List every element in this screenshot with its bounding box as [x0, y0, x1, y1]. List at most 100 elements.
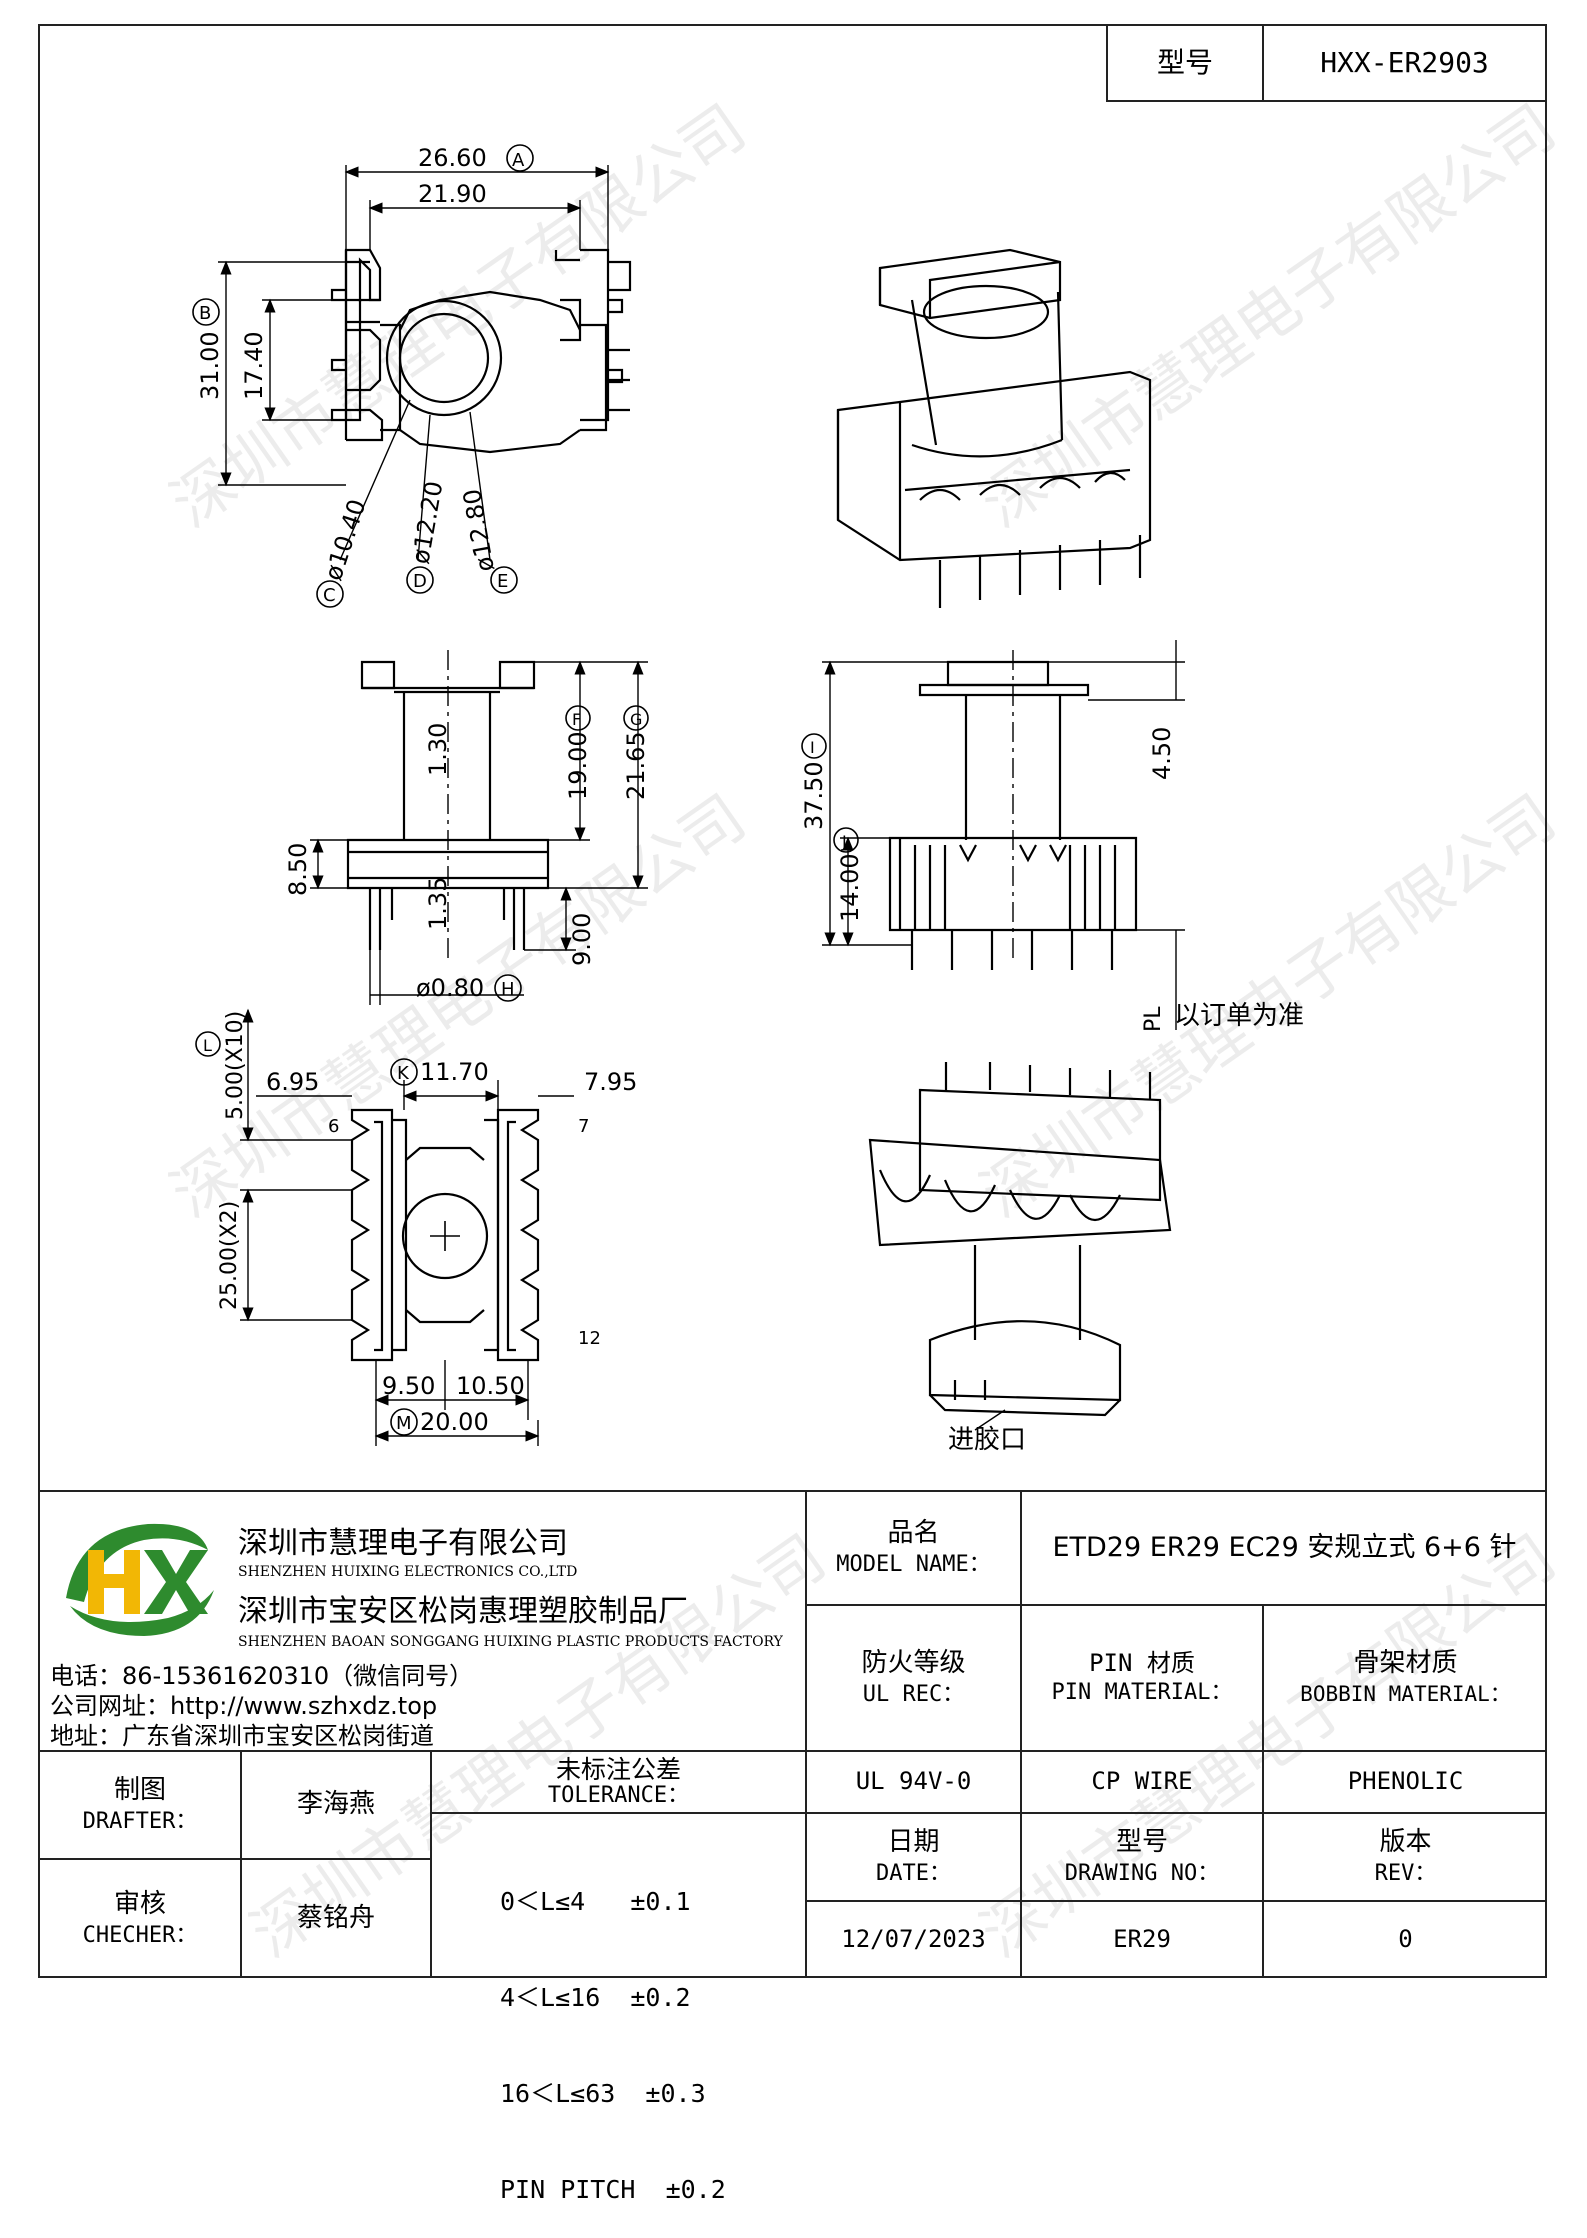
pin-7: 7 — [578, 1116, 589, 1137]
dim-pin-diameter: ø0.80 — [416, 974, 484, 1002]
tag-a: A — [512, 150, 525, 171]
pl-note: 以订单为准 — [1174, 1001, 1304, 1031]
company-website: 公司网址：http://www.szhxdz.top — [50, 1692, 438, 1720]
date-label-cell: 日期 DATE： — [807, 1814, 1020, 1900]
dim-21-65: 21.65 — [622, 731, 650, 800]
company-name-cn: 深圳市慧理电子有限公司 — [238, 1526, 568, 1561]
model-name-cn: 品名 — [887, 1517, 940, 1548]
injection-port-label: 进胶口 — [948, 1425, 1026, 1455]
ul-label-cell: 防火等级 UL REC： — [807, 1606, 1020, 1750]
dim-1-35: 1.35 — [424, 877, 452, 930]
tag-m: M — [396, 1413, 412, 1434]
dim-e: ø12.80 — [458, 487, 500, 574]
model-name-en: MODEL NAME： — [836, 1551, 991, 1577]
checker-label-cell: 审核 CHECHER： — [40, 1860, 240, 1978]
checker-label-en: CHECHER： — [82, 1922, 198, 1948]
pin-material-value-cell: CP WIRE — [1022, 1752, 1262, 1812]
pin-material-cn: PIN 材质 — [1089, 1649, 1195, 1678]
dim-26-60: 26.60 — [418, 144, 487, 172]
dim-6-95: 6.95 — [266, 1068, 319, 1096]
logo-h-letter — [88, 1550, 140, 1614]
model-name-value: ETD29 ER29 EC29 安规立式 6+6 针 — [1052, 1532, 1517, 1564]
drawing-no-value: ER29 — [1113, 1925, 1171, 1954]
dim-4-50: 4.50 — [1148, 727, 1176, 780]
dim-21-90: 21.90 — [418, 180, 487, 208]
ul-label-en: UL REC： — [862, 1681, 965, 1707]
model-value-cell: HXX-ER2903 — [1262, 24, 1547, 102]
rev-value-cell: 0 — [1264, 1902, 1547, 1978]
tag-j: J — [841, 832, 847, 851]
tag-e: E — [497, 571, 508, 592]
tag-l: L — [203, 1036, 212, 1055]
pin-material-label-cell: PIN 材质 PIN MATERIAL： — [1022, 1606, 1262, 1750]
tag-h: H — [501, 979, 515, 1000]
model-name-label-cell: 品名 MODEL NAME： — [807, 1492, 1020, 1604]
bottom-view — [350, 1108, 540, 1362]
drawing-no-label-cell: 型号 DRAWING NO： — [1022, 1814, 1262, 1900]
bobbin-material-label-cell: 骨架材质 BOBBIN MATERIAL： — [1264, 1606, 1547, 1750]
dim-11-70: 11.70 — [420, 1058, 489, 1086]
technical-drawing: 26.60 A 21.90 31.00 B 17.40 ø10.40 C ø12… — [192, 144, 1304, 1455]
drafter-name-cell: 李海燕 — [242, 1752, 430, 1858]
checker-label-cn: 审核 — [113, 1888, 166, 1919]
drafter-label-en: DRAFTER： — [82, 1808, 198, 1834]
factory-name-en: SHENZHEN BAOAN SONGGANG HUIXING PLASTIC … — [238, 1634, 783, 1650]
dim-c: ø10.40 — [319, 496, 371, 584]
pin-material-value: CP WIRE — [1091, 1767, 1193, 1796]
drafter-name: 李海燕 — [296, 1789, 375, 1820]
ul-value: UL 94V-0 — [855, 1767, 972, 1796]
tag-f: F — [572, 710, 581, 729]
dim-9-00: 9.00 — [568, 913, 596, 966]
drawing-no-label-en: DRAWING NO： — [1064, 1860, 1220, 1886]
dim-pitch: 5.00(X10) — [223, 1011, 248, 1120]
rev-value: 0 — [1398, 1925, 1413, 1954]
checker-name: 蔡铭舟 — [296, 1903, 375, 1934]
pl-label: PL — [1141, 1006, 1166, 1032]
rev-label-cell: 版本 REV： — [1264, 1814, 1547, 1900]
model-label: 型号 — [1156, 45, 1213, 79]
model-name-value-cell: ETD29 ER29 EC29 安规立式 6+6 针 — [1022, 1492, 1547, 1604]
factory-name-cn: 深圳市宝安区松岗惠理塑胶制品厂 — [238, 1594, 688, 1629]
tag-i: I — [810, 738, 815, 757]
dim-7-95: 7.95 — [584, 1068, 637, 1096]
top-view — [330, 248, 632, 454]
tolerance-line: 4＜L≤16 ±0.2 — [500, 1983, 691, 2012]
iso-view-top — [836, 248, 1152, 608]
dim-row: 25.00(X2) — [217, 1201, 242, 1310]
tolerance-label-cn: 未标注公差 — [555, 1755, 681, 1785]
tolerance-line: PIN PITCH ±0.2 — [500, 2175, 726, 2204]
tolerance-label-cell: 未标注公差 TOLERANCE： — [432, 1752, 805, 1812]
dim-19-00: 19.00 — [564, 731, 592, 800]
drafter-label-cell: 制图 DRAFTER： — [40, 1752, 240, 1858]
dim-31-00: 31.00 — [196, 331, 224, 400]
tag-g: G — [630, 710, 642, 729]
bobbin-material-value-cell: PHENOLIC — [1264, 1752, 1547, 1812]
dim-9-50: 9.50 — [382, 1372, 435, 1400]
tolerance-line: 0＜L≤4 ±0.1 — [500, 1887, 691, 1916]
tag-b: B — [199, 303, 211, 324]
dim-37-50: 37.50 — [800, 761, 828, 830]
logo-x-letter — [144, 1550, 208, 1614]
date-label-en: DATE： — [876, 1860, 951, 1886]
tolerance-line: 16＜L≤63 ±0.3 — [500, 2079, 706, 2108]
bobbin-material-value: PHENOLIC — [1347, 1767, 1464, 1796]
dim-d: ø12.20 — [406, 479, 448, 566]
front-view — [888, 650, 1138, 970]
rev-label-en: REV： — [1374, 1860, 1437, 1886]
tolerance-list: 0＜L≤4 ±0.1 4＜L≤16 ±0.2 16＜L≤63 ±0.3 PIN … — [500, 1822, 800, 2238]
company-logo — [66, 1523, 214, 1636]
tag-d: D — [413, 571, 427, 592]
pin-12: 12 — [578, 1328, 601, 1349]
dim-10-50: 10.50 — [456, 1372, 525, 1400]
rev-label-cn: 版本 — [1379, 1826, 1432, 1857]
date-value-cell: 12/07/2023 — [807, 1902, 1020, 1978]
drawing-no-label-cn: 型号 — [1115, 1826, 1168, 1857]
pin-6: 6 — [328, 1116, 339, 1137]
iso-view-bottom — [868, 1062, 1172, 1431]
dim-1-30: 1.30 — [424, 723, 452, 776]
dim-20-00: 20.00 — [420, 1408, 489, 1436]
drawing-no-value-cell: ER29 — [1022, 1902, 1262, 1978]
company-address: 地址：广东省深圳市宝安区松岗街道 — [50, 1722, 434, 1750]
tolerance-label-en: TOLERANCE： — [547, 1782, 690, 1808]
model-value: HXX-ER2903 — [1320, 45, 1489, 79]
